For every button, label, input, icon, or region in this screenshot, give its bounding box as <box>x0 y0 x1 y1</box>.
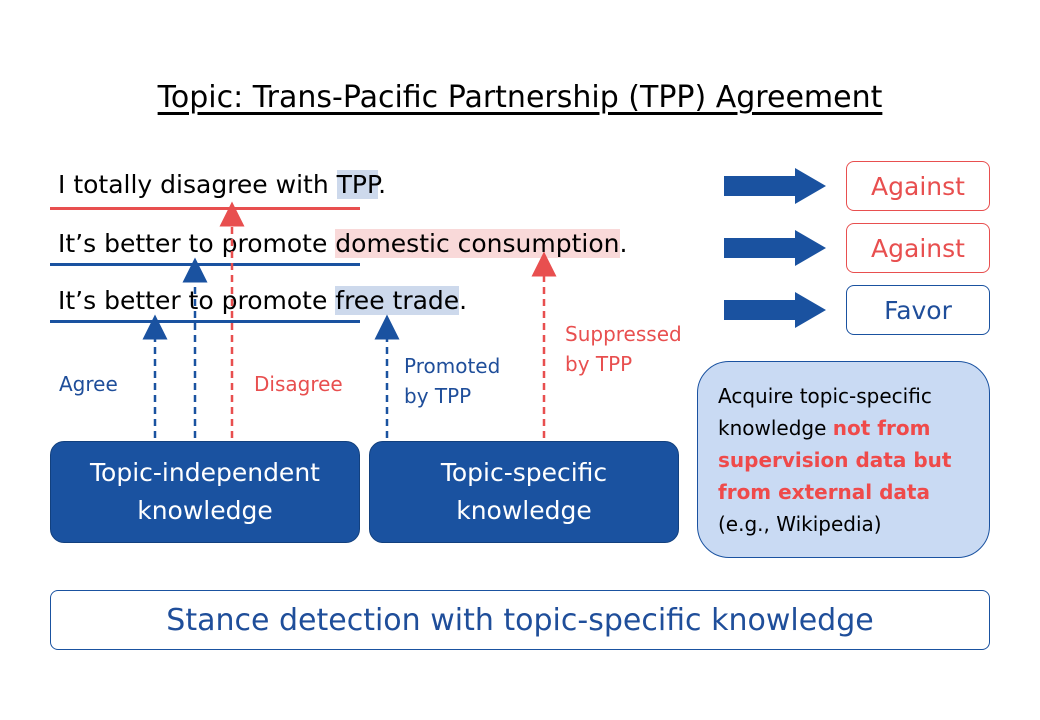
topic-independent-line2: knowledge <box>137 496 273 525</box>
note-line2-bold: not from <box>832 416 931 440</box>
note-line2-plain: knowledge <box>718 416 833 440</box>
sentence-1: I totally disagree with TPP. <box>58 170 386 199</box>
topic-independent-knowledge-box: Topic-independent knowledge <box>50 441 360 543</box>
note-line4-bold: from external data <box>718 480 930 504</box>
result-1-against: Against <box>846 161 990 211</box>
sentence-2: It’s better to promote domestic consumpt… <box>58 229 627 258</box>
result-arrow-1 <box>724 168 826 204</box>
sentence-1-highlight: TPP <box>336 170 379 199</box>
sentence-1-post: . <box>378 170 387 199</box>
sentence-2-pre: It’s better to promote <box>58 229 336 258</box>
sentence-3: It’s better to promote free trade. <box>58 286 467 315</box>
page-title: Topic: Trans-Pacific Partnership (TPP) A… <box>157 80 883 115</box>
suppressed-label: Suppressed by TPP <box>565 319 682 379</box>
sentence-2-post: . <box>619 229 628 258</box>
promoted-label: Promoted by TPP <box>404 351 500 411</box>
disagree-label: Disagree <box>254 372 343 396</box>
sentence-2-highlight: domestic consumption <box>335 229 620 258</box>
result-3-favor: Favor <box>846 285 990 335</box>
agree-label: Agree <box>59 372 118 396</box>
sentence-3-post: . <box>459 286 468 315</box>
note-line5: (e.g., Wikipedia) <box>718 512 882 536</box>
topic-independent-line1: Topic-independent <box>90 458 320 487</box>
result-arrow-3 <box>724 292 826 328</box>
promoted-label-line2: by TPP <box>404 384 472 408</box>
note-line1: Acquire topic-specific <box>718 384 932 408</box>
topic-specific-line2: knowledge <box>456 496 592 525</box>
sentence-3-underline <box>50 320 360 323</box>
sentence-3-highlight: free trade <box>335 286 460 315</box>
topic-specific-knowledge-box: Topic-specific knowledge <box>369 441 679 543</box>
sentence-1-underline <box>50 207 360 210</box>
promoted-label-line1: Promoted <box>404 354 501 378</box>
suppressed-label-line1: Suppressed <box>565 322 682 346</box>
note-line4: from external data <box>718 476 979 508</box>
note-box: Acquire topic-specific knowledge not fro… <box>697 361 990 558</box>
suppressed-label-line2: by TPP <box>565 352 633 376</box>
note-line3: supervision data but <box>718 444 979 476</box>
sentence-3-pre: It’s better to promote <box>58 286 336 315</box>
bottom-summary-box: Stance detection with topic-specific kno… <box>50 590 990 650</box>
note-line3-bold: supervision data but <box>718 448 952 472</box>
topic-specific-line1: Topic-specific <box>440 458 608 487</box>
result-2-against: Against <box>846 223 990 273</box>
result-arrow-2 <box>724 230 826 266</box>
sentence-1-pre: I totally disagree with <box>58 170 337 199</box>
note-line2: knowledge not from <box>718 412 979 444</box>
